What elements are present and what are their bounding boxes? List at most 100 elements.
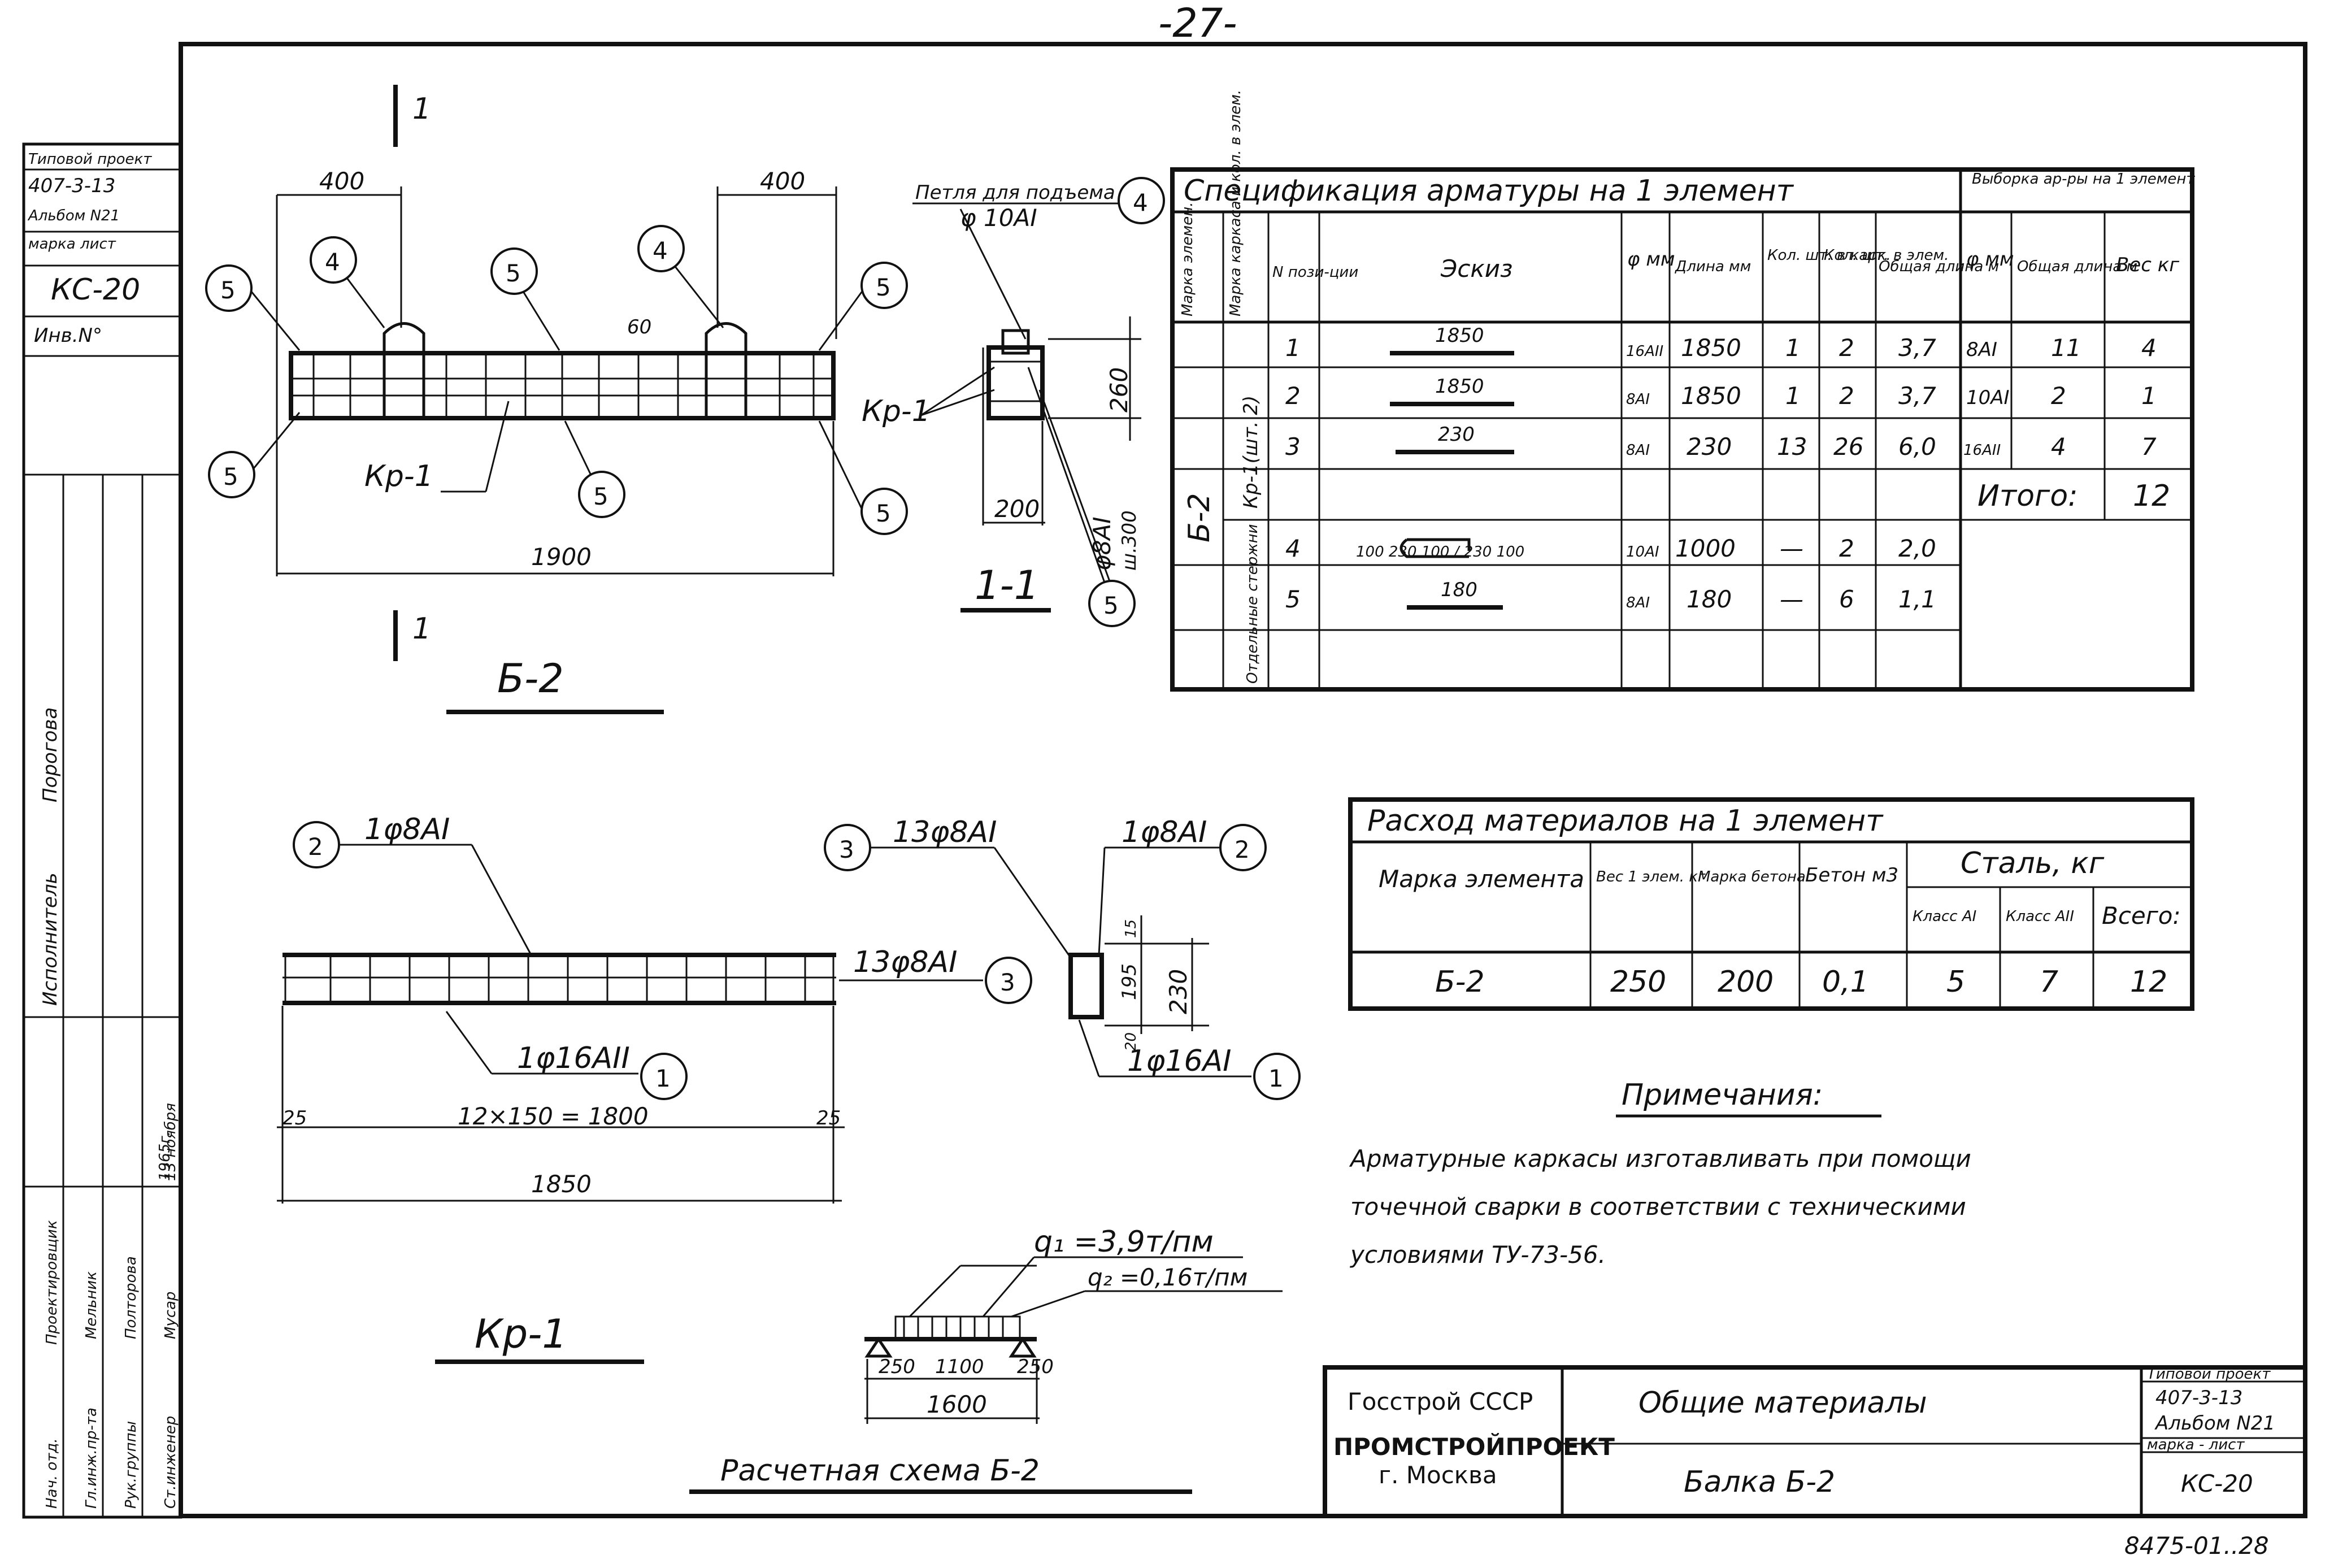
spec-frame-group: Кр-1(шт. 2) (1240, 396, 1262, 509)
frame-dim-span: 12×150 = 1800 (458, 1102, 649, 1130)
materials-cell-total: 12 (2130, 965, 2167, 999)
frame-section-label-bottom: 1φ16АI (1127, 1044, 1231, 1078)
spec-cell-dia: 10АI (1626, 544, 1659, 561)
spec-cell-sketch: 1850 (1435, 375, 1484, 398)
materials-header-grade: Марка бетона (1698, 868, 1806, 885)
spec-loose-group: Отдельные стержни (1244, 524, 1261, 684)
spec-total-label: Итого: (1977, 479, 2078, 513)
left-stamp: Типовой проект 407-3-13 Альбом N21 марка… (22, 142, 182, 1519)
spec-header: Кол. шт. в элем. (1824, 247, 1949, 264)
materials-header-a2: Класс АII (2006, 908, 2074, 925)
page-number: -27- (1158, 0, 1237, 46)
spec-header: Вес кг (2116, 254, 2180, 276)
dim-loop-height: 60 (627, 316, 651, 338)
dim-total: 1900 (531, 543, 592, 571)
materials-table: Расход материалов на 1 элемент Марка эле… (1348, 797, 2194, 1011)
spec-cell-s-wt: 1 (2141, 382, 2157, 410)
spec-cell-s-wt: 7 (2141, 433, 2157, 461)
spec-cell-total: 6,0 (1898, 433, 1936, 461)
spec-cell-qty-elem: 2 (1839, 382, 1854, 410)
notes-line: Арматурные каркасы изготавливать при пом… (1349, 1145, 1971, 1172)
spec-cell-qty-frame: — (1780, 535, 1803, 562)
stamp-sheet-label: марка лист (28, 236, 116, 253)
title-org2: ПРОМСТРОЙПРОЕКТ (1333, 1432, 1615, 1461)
materials-header-a1: Класс АI (1913, 908, 1976, 925)
callout-2: 2 (1235, 836, 1250, 863)
stamp-project-code: 407-3-13 (28, 175, 115, 197)
stamp-row-name: Полторова (123, 1256, 140, 1339)
stamp-row-name: Мусар (162, 1291, 179, 1339)
dim-height: 260 (1105, 367, 1133, 412)
spec-cell-length: 1000 (1675, 535, 1736, 562)
frame-section-dim-195: 195 (1118, 963, 1141, 1000)
load-title: Расчетная схема Б-2 (720, 1454, 1040, 1488)
callout-4: 4 (1133, 189, 1148, 216)
callout-2: 2 (308, 833, 323, 861)
spec-element-mark: Б-2 (1183, 493, 1216, 542)
loop-label: Петля для подъема (915, 181, 1115, 204)
stamp-row-role: Нач. отд. (44, 1438, 60, 1509)
stirrup-spacing: ш.300 (1118, 510, 1141, 571)
spec-cell-qty-frame: — (1780, 585, 1803, 613)
spec-header: Эскиз (1440, 255, 1512, 283)
callout-5: 5 (1103, 592, 1119, 619)
notes-line: условиями ТУ-73-56. (1349, 1241, 1606, 1269)
section-mark-top: 1 (412, 92, 431, 126)
frame-label-bar2: 1φ8АI (364, 813, 450, 846)
load-dim-total: 1600 (927, 1391, 987, 1418)
spec-cell-qty-frame: 13 (1777, 433, 1807, 461)
spec-header: Общая длина м (1879, 258, 1999, 275)
materials-cell-concrete: 0,1 (1822, 965, 1869, 999)
callout-1: 1 (1268, 1065, 1284, 1092)
spec-cell-total: 3,7 (1898, 382, 1936, 410)
spec-cell-qty-frame: 1 (1785, 382, 1801, 410)
title-sheet-code: КС-20 (2181, 1470, 2253, 1497)
spec-cell-qty-frame: 1 (1785, 334, 1801, 362)
load-dim-mid: 1100 (935, 1356, 984, 1378)
spec-header: Марка элемен. (1179, 202, 1196, 316)
spec-cell-qty-elem: 2 (1839, 334, 1854, 362)
materials-header-total: Всего: (2102, 902, 2181, 929)
materials-cell-mark: Б-2 (1435, 965, 1485, 999)
spec-cell-pos: 2 (1285, 382, 1301, 410)
callout-5: 5 (593, 483, 609, 510)
spec-cell-s-dia: 8АI (1966, 338, 1997, 361)
dim-top-right: 400 (760, 167, 805, 195)
spec-cell-dia: 8АI (1626, 391, 1650, 408)
spec-cell-pos: 1 (1285, 334, 1301, 362)
materials-header-concrete: Бетон м3 (1805, 864, 1898, 887)
beam-elevation: 1 1 400 400 60 1900 Кр-1 (205, 85, 908, 714)
dim-width: 200 (994, 495, 1040, 523)
spec-cell-total: 2,0 (1898, 535, 1936, 562)
specification-table: Спецификация арматуры на 1 элемент Выбор… (1170, 90, 2195, 692)
spec-header: Общая длина м (2017, 258, 2137, 275)
callout-5: 5 (506, 259, 521, 287)
stamp-sheet-code: КС-20 (51, 273, 140, 307)
spec-cell-length: 180 (1687, 585, 1732, 613)
spec-row: 5 180 8АI 180 — 6 1,1 (1285, 579, 1936, 613)
spec-cell-sketch: 1850 (1435, 324, 1484, 347)
spec-cell-s-dia: 16АII (1963, 442, 2001, 459)
section-1-1: Петля для подъема φ 10АI 4 200 260 Кр-1 … (862, 177, 1165, 627)
stamp-executor-role: Исполнитель (39, 872, 62, 1006)
notes: Примечания: Арматурные каркасы изготавли… (1349, 1078, 1971, 1269)
stamp-album: Альбом N21 (27, 207, 120, 224)
title-album: Альбом N21 (2154, 1412, 2275, 1435)
materials-cell-a1: 5 (1946, 965, 1965, 999)
callout-5: 5 (220, 276, 236, 304)
spec-row: 4 100 230 100 / 230 100 10АI 1000 — 2 2,… (1285, 535, 1936, 562)
frame-section-dim-230: 230 (1164, 969, 1192, 1014)
stamp-inv: Инв.N° (34, 324, 102, 347)
spec-cell-length: 230 (1687, 433, 1732, 461)
section-title: 1-1 (975, 562, 1039, 609)
title-item: Балка Б-2 (1684, 1465, 1835, 1499)
load-dim-left: 250 (879, 1356, 915, 1378)
spec-header: Марка каркаса и кол. в элем. (1227, 90, 1244, 316)
spec-row: 3 230 8АI 230 13 26 6,0 16АII 4 7 (1285, 423, 2157, 461)
frame-label-bar1: 1φ16АII (517, 1041, 630, 1075)
materials-header-mark: Марка элемента (1379, 865, 1584, 893)
stirrup-bar: φ8АI (1088, 516, 1116, 571)
spec-cell-dia: 16АII (1626, 343, 1663, 360)
